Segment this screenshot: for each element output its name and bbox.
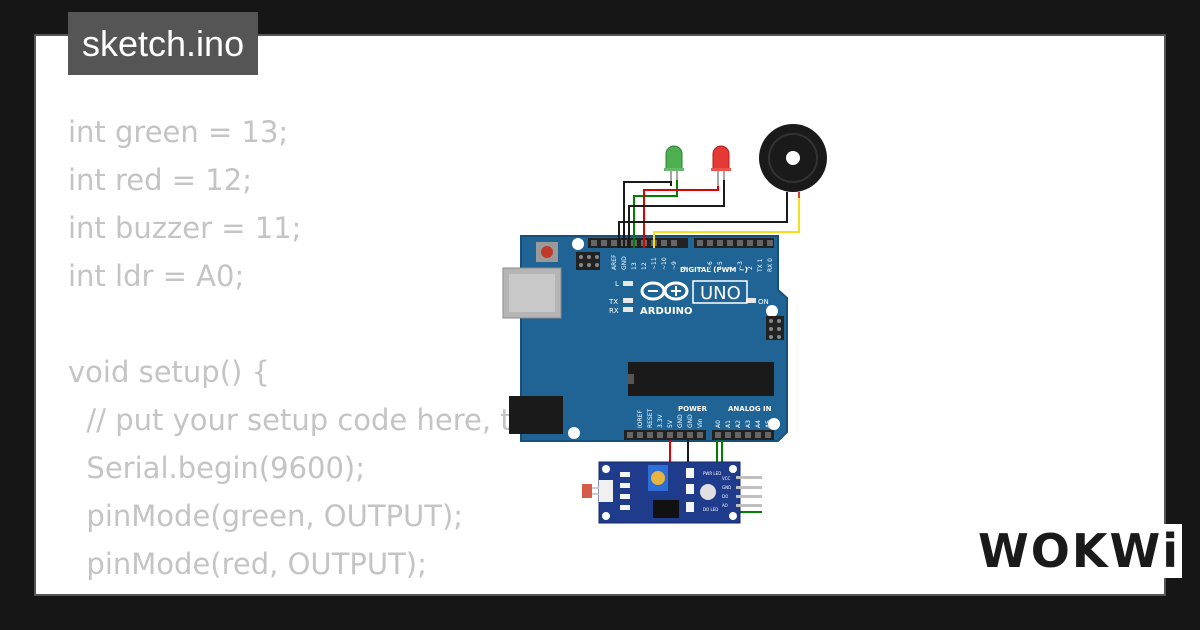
l-led [623, 281, 633, 286]
pin-label: 4 [727, 266, 734, 270]
pin-label: A2 [735, 420, 742, 428]
code-line: pinMode(green, OUTPUT); [68, 499, 464, 533]
code-line: int ldr = A0; [68, 259, 245, 293]
uno-label: UNO [700, 283, 741, 304]
pin-label: ~11 [651, 257, 658, 270]
analog-header[interactable] [712, 430, 774, 440]
pin-label: AREF [611, 254, 618, 270]
code-line: pinMode(red, OUTPUT); [68, 547, 427, 581]
microcontroller-chip [628, 362, 774, 396]
pin-label: 3.3V [657, 413, 664, 428]
pin-label: 7 [697, 266, 704, 270]
ldr-sensor-module[interactable]: PWR LED DO LED VCC GND DO AO [582, 461, 762, 524]
digital-header-right[interactable] [694, 238, 774, 248]
digital-label: DIGITAL (PWM ~) [680, 266, 748, 274]
pin-label: 5V [667, 419, 674, 428]
module-label: PWR LED [703, 471, 721, 476]
indicator-led [700, 484, 716, 500]
pin-label: ~5 [717, 261, 724, 270]
pin-label: 13 [631, 262, 638, 270]
code-line: int green = 13; [68, 115, 289, 149]
pin-label: TX 1 [757, 258, 764, 273]
pin-label: RX 0 [767, 258, 774, 272]
power-jack [509, 396, 563, 434]
pin-label: GND [687, 414, 694, 428]
pin-label: 2 [747, 266, 754, 270]
module-label: DO [722, 494, 728, 499]
arduino-uno-board[interactable]: AREF GND 13 12 ~11 ~10 ~9 8 7 ~6 ~5 4 ~3… [502, 235, 788, 442]
power-header[interactable] [624, 430, 706, 440]
tx-led [623, 298, 633, 303]
code-line: void setup() { [68, 355, 270, 389]
pin-label: A4 [755, 420, 762, 428]
green-led[interactable] [664, 145, 684, 186]
rx-label: RX [609, 307, 619, 315]
code-line: Serial.begin(9600); [68, 451, 366, 485]
pin-label: ~3 [737, 261, 744, 270]
on-led [746, 298, 756, 303]
module-label: VCC [722, 476, 731, 481]
rx-led [623, 307, 633, 312]
module-label: GND [722, 485, 731, 490]
pin-label: ~10 [661, 257, 668, 270]
arduino-logo [640, 281, 689, 301]
digital-header-left[interactable] [588, 238, 688, 248]
pin-label: IOREF [637, 410, 644, 428]
analog-label: ANALOG IN [728, 405, 772, 413]
pin-label: ~6 [707, 261, 714, 270]
pin-label: RESET [647, 408, 654, 428]
pin-label: A1 [725, 420, 732, 428]
pin-label: A5 [765, 420, 772, 428]
file-tab[interactable]: sketch.ino [68, 12, 259, 75]
arduino-wordmark: ARDUINO [640, 306, 692, 317]
power-label: POWER [678, 405, 708, 413]
pin-label: A0 [715, 420, 722, 428]
pin-label: GND [677, 414, 684, 428]
photoresistor [582, 484, 592, 498]
red-led[interactable] [711, 145, 731, 186]
pin-label: 12 [641, 262, 648, 270]
pin-label: A3 [745, 420, 752, 428]
on-label: ON [758, 298, 769, 306]
buzzer[interactable] [759, 124, 827, 198]
wokwi-logo: WOKWi [976, 524, 1182, 578]
module-label: DO LED [703, 507, 718, 512]
pin-label: Vin [697, 418, 704, 428]
tx-label: TX [608, 298, 618, 306]
pin-label: ~9 [671, 261, 678, 270]
l-label: L [615, 280, 619, 288]
module-label: AO [722, 503, 728, 508]
code-line: int buzzer = 11; [68, 211, 302, 245]
pin-label: GND [621, 256, 628, 270]
pin-label: 8 [681, 266, 688, 270]
comparator-chip [653, 500, 679, 518]
code-line: int red = 12; [68, 163, 252, 197]
